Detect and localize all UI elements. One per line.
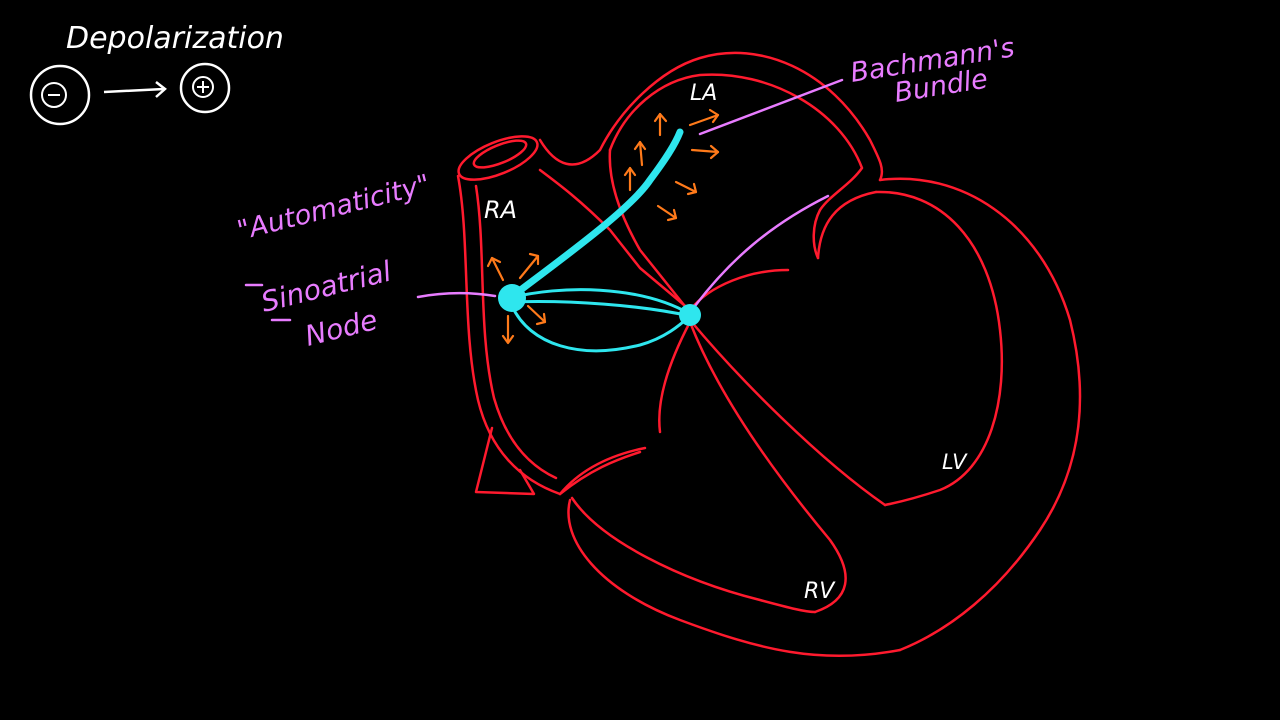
av-valve-leaflet	[688, 268, 790, 312]
bachmanns-bundle-pointer	[698, 78, 844, 136]
middle-internodal-tract	[510, 300, 692, 318]
resting-cell-inner	[41, 82, 67, 108]
mitral-region	[816, 190, 878, 260]
conduction-system	[506, 128, 692, 353]
la-arrow-6	[674, 180, 698, 196]
his-bundle-pointer	[693, 194, 830, 308]
la-arrow-1	[623, 166, 637, 192]
interventricular-septum-left	[688, 318, 887, 507]
transition-arrow-head	[155, 81, 167, 98]
sinoatrial-node	[498, 284, 526, 312]
ra-arrow-1	[486, 256, 505, 282]
depolarized-cell-inner	[192, 76, 214, 98]
left-ventricle-outer-wall	[878, 177, 1082, 652]
inferior-vena-cava	[474, 426, 536, 496]
automaticity-label: "Automaticity"	[234, 169, 433, 247]
depolarization-arrows	[486, 108, 720, 345]
heart-outline	[456, 51, 1082, 658]
la-arrow-3	[653, 112, 668, 137]
interatrial-wall-right	[538, 168, 692, 312]
label-left-atrium: LA	[690, 81, 717, 106]
superior-vena-cava-inner	[472, 139, 528, 169]
la-arrow-7	[656, 204, 678, 222]
depolarization-title: Depolarization	[66, 21, 284, 56]
ra-arrow-4	[501, 314, 515, 345]
right-ventricle-outer-wall	[567, 498, 902, 658]
label-left-ventricle: LV	[942, 450, 968, 474]
left-atrium-inner-wall	[608, 73, 864, 260]
transition-arrow-shaft	[103, 87, 165, 94]
interatrial-septum	[608, 148, 690, 312]
right-atrium-inner-wall	[474, 184, 558, 480]
superior-vena-cava-opening	[457, 135, 539, 181]
la-arrow-5	[690, 144, 720, 160]
bachmanns-bundle-path	[506, 128, 684, 302]
ra-arrow-2	[518, 252, 540, 280]
label-right-atrium: RA	[484, 196, 517, 224]
tricuspid-valve-leaflet	[558, 446, 647, 496]
la-arrow-2	[633, 140, 647, 167]
interventricular-septum-right	[688, 320, 847, 614]
atria-outer-top	[538, 51, 884, 182]
tricuspid-valve-leaflet-2	[558, 450, 642, 496]
atrioventricular-node	[679, 304, 701, 326]
annotation-lines	[244, 78, 844, 322]
sinoatrial-label: Sinoatrial	[258, 255, 395, 319]
posterior-internodal-tract	[510, 304, 692, 353]
resting-cell-outer	[29, 64, 91, 126]
anterior-internodal-tract	[508, 288, 692, 316]
sa-node-pointer	[416, 291, 497, 299]
left-ventricle-inner-wall	[874, 190, 1004, 507]
depolarized-cell-outer	[179, 62, 231, 114]
right-ventricle-inner-wall	[570, 496, 817, 614]
ra-arrow-3	[526, 304, 547, 326]
node-label: Node	[302, 303, 381, 353]
depolarization-legend: Depolarization	[29, 21, 284, 126]
la-arrow-4	[688, 108, 720, 127]
septal-leaflet	[658, 320, 692, 434]
label-right-ventricle: RV	[804, 579, 836, 604]
